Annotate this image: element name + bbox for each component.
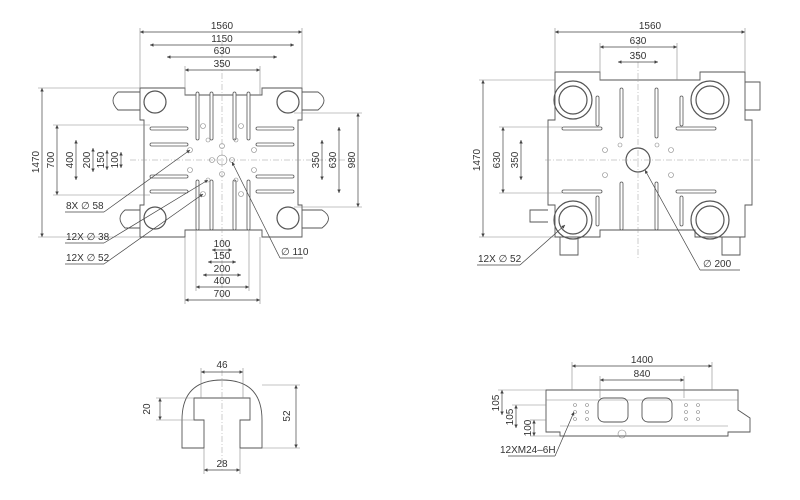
dim-630-top-left: 630 [214, 46, 231, 57]
platen-outline-right [547, 71, 753, 238]
pocket-right [641, 397, 673, 423]
dim-20: 20 [142, 403, 153, 415]
top-left-v-dims [38, 87, 150, 238]
dim-350-top-left: 350 [214, 59, 231, 70]
dim-980-right-left-view: 980 [347, 151, 358, 168]
dim-700-bottom: 700 [214, 289, 231, 300]
platen-outline-left [139, 87, 303, 238]
dim-200-bottom: 200 [214, 264, 231, 275]
ear-bottom-left [119, 209, 140, 229]
dim-105-b: 105 [505, 408, 516, 425]
callout-200: ∅ 200 [703, 259, 732, 270]
dim-630-top-right: 630 [630, 36, 647, 47]
dim-840: 840 [634, 369, 651, 380]
dim-1400: 1400 [631, 355, 654, 366]
top-right-platen-view: 1560 630 350 1470 630 350 12X ∅ 52 ∅ 200 [472, 21, 761, 271]
tie-bar-hole-tl [143, 90, 167, 114]
top-right-v-dims [479, 79, 562, 238]
top-left-h-dims [139, 28, 303, 95]
dim-1470-top-left: 1470 [31, 150, 42, 173]
dim-150-top-left: 150 [96, 151, 107, 168]
ear-left-bottom [529, 209, 548, 223]
side-view-dims [498, 362, 713, 457]
callout-12x-52: 12X ∅ 52 [66, 253, 110, 264]
callout-12x-52-right: 12X ∅ 52 [478, 254, 522, 265]
dim-100-side: 100 [523, 419, 534, 436]
t-slot-detail-view: 46 20 52 28 [142, 360, 300, 474]
pocket-left [597, 397, 629, 423]
side-view: 1400 840 105 105 100 12XM24–6H [491, 355, 751, 457]
callout-m24: 12XM24–6H [500, 445, 556, 456]
dim-1560-top-right: 1560 [639, 21, 662, 32]
dim-1150-top-left: 1150 [211, 34, 233, 45]
dim-350-top-right: 350 [630, 51, 647, 62]
callout-12x-38: 12X ∅ 38 [66, 232, 110, 243]
dim-200-top-left: 200 [82, 151, 93, 168]
dim-100-bottom: 100 [214, 239, 231, 250]
side-view-outline [545, 389, 751, 437]
tie-bar-rings-right [553, 80, 730, 240]
top-left-bottom-dims [184, 230, 261, 304]
dim-350-left-right-view: 350 [510, 151, 521, 168]
dim-52: 52 [282, 410, 293, 422]
dim-400-top-left: 400 [65, 151, 76, 168]
right-view-holes [602, 142, 674, 178]
dim-105-a: 105 [491, 394, 502, 411]
slot-detail-dims [156, 368, 300, 474]
ear-top-left [112, 91, 140, 111]
ear-top-right [302, 91, 325, 111]
dim-630-right-left-view: 630 [328, 151, 339, 168]
vertical-t-slots [195, 91, 251, 231]
callout-110: ∅ 110 [281, 247, 309, 258]
bolt-holes [187, 123, 257, 197]
dim-700-top-left: 700 [46, 151, 57, 168]
side-view-nozzle [617, 429, 627, 439]
dim-1560-top-left: 1560 [211, 21, 234, 32]
tie-bar-hole-bl [143, 206, 167, 230]
center-hole-110 [216, 154, 228, 166]
side-view-holes [573, 403, 700, 421]
top-left-right-dims [294, 112, 362, 208]
tie-bar-hole-br [276, 206, 300, 230]
ear-right-top [745, 81, 761, 111]
dim-400-bottom: 400 [214, 276, 231, 287]
dim-630-left-right-view: 630 [492, 151, 503, 168]
tie-bar-hole-tr [276, 90, 300, 114]
right-view-slots [561, 87, 717, 231]
foot-left [559, 237, 579, 256]
top-right-callout-leaders [477, 169, 740, 271]
horizontal-t-slots [149, 126, 295, 194]
dim-1470-top-right: 1470 [472, 148, 483, 171]
t-slot-profile [181, 379, 263, 449]
foot-right [721, 237, 741, 256]
top-left-platen-view: 1560 1150 630 350 1470 700 400 200 150 1… [31, 21, 362, 304]
dim-28: 28 [216, 459, 228, 470]
dim-100-top-left: 100 [110, 151, 121, 168]
top-left-callout-leaders [65, 149, 303, 265]
dim-150-bottom: 150 [214, 251, 231, 262]
top-right-h-dims [554, 28, 746, 80]
callout-8x-58: 8X ∅ 58 [66, 201, 104, 212]
dim-46: 46 [216, 360, 228, 371]
dim-350-right-left-view: 350 [311, 151, 322, 168]
ear-bottom-right [302, 209, 329, 229]
